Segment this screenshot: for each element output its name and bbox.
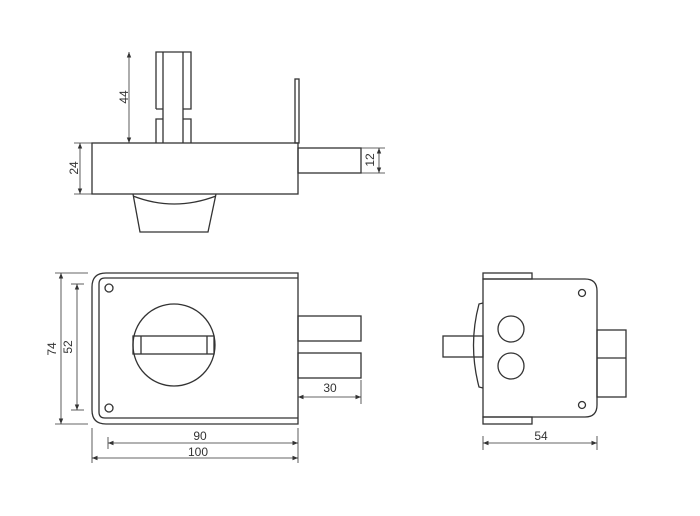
- screw-hole: [577, 400, 587, 410]
- top-flange: [482, 272, 533, 280]
- dim-24: 24: [67, 161, 81, 175]
- dim-30: 30: [323, 381, 337, 395]
- front-view: 30 74 52 90 100: [45, 272, 362, 463]
- knob-side: [442, 335, 484, 358]
- dim-90: 90: [193, 429, 207, 443]
- dim-74: 74: [45, 342, 59, 356]
- bolt-top: [297, 147, 362, 174]
- cylinder-hole: [497, 352, 525, 380]
- dim-12: 12: [363, 153, 377, 167]
- dim-54: 54: [534, 429, 548, 443]
- dim-44: 44: [117, 90, 131, 104]
- knob-rotor: [132, 303, 216, 387]
- knob-handle: [132, 335, 215, 355]
- screw-hole: [104, 283, 114, 293]
- side-view: 54: [442, 272, 627, 450]
- bottom-flange: [482, 416, 533, 425]
- bolt-side: [596, 329, 627, 398]
- screw-hole: [577, 288, 587, 298]
- dim-100: 100: [188, 445, 208, 459]
- lock-case: [91, 272, 299, 425]
- strike-plate: [294, 78, 300, 144]
- bolt: [297, 352, 362, 379]
- lock-body-top: [91, 142, 299, 195]
- knob-top: [132, 193, 217, 233]
- dim-52: 52: [61, 340, 75, 354]
- cylinder-hole: [497, 315, 525, 343]
- knob-base-side: [472, 302, 484, 389]
- bolt: [297, 315, 362, 342]
- top-view: 44 24 12: [67, 51, 385, 233]
- cylinder-tower: [155, 51, 192, 143]
- side-case: [482, 278, 598, 418]
- screw-hole: [104, 403, 114, 413]
